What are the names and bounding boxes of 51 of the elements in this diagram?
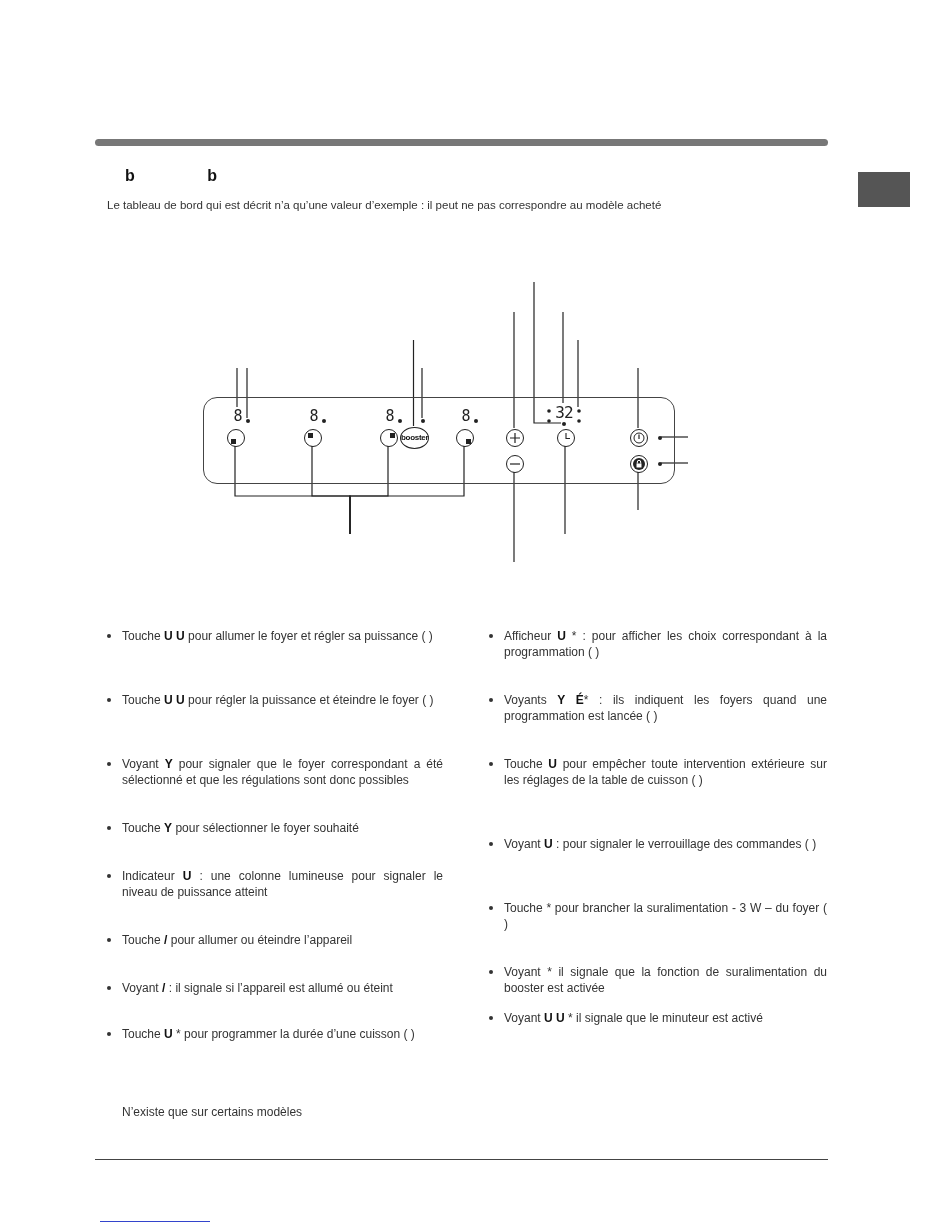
leader-line bbox=[562, 311, 564, 404]
bullet-text: Indicateur U : une colonne lumineuse pour signaler le niveau de puissance atteint bbox=[122, 868, 443, 900]
leader-line bbox=[533, 281, 562, 424]
bullet-text: Touche U* pour programmer la durée d’une cuisson ( ) bbox=[122, 1026, 416, 1042]
timer-display: 32 bbox=[554, 404, 574, 421]
leader-line bbox=[577, 339, 579, 408]
leader-line bbox=[421, 367, 423, 419]
colon-indicator bbox=[577, 408, 581, 424]
indicator-light bbox=[246, 419, 250, 423]
bullet-text: Voyant U U* il signale que le minuteur est activé bbox=[504, 1010, 764, 1026]
indicator-light bbox=[322, 419, 326, 423]
leader-line bbox=[564, 445, 566, 535]
segment-digit: 8 bbox=[233, 408, 243, 424]
leader-line bbox=[660, 436, 689, 438]
leader-line bbox=[246, 367, 248, 419]
bullet-text: Voyants Y É* : ils indiquent les foyers quand une programmation est lancée ( ) bbox=[504, 692, 827, 724]
indicator-light bbox=[658, 436, 662, 440]
segment-digit: 8 bbox=[309, 408, 319, 424]
bullet-text: Touche U U pour allumer le foyer et régler sa puissance ( ) bbox=[122, 628, 434, 644]
leader-line bbox=[513, 471, 515, 563]
bullet-text: Touche Y pour sélectionner le foyer souhaité bbox=[122, 820, 360, 836]
segment-digit: 8 bbox=[385, 408, 395, 424]
leader-line bbox=[637, 367, 639, 429]
leader-line bbox=[660, 462, 689, 464]
indicator-light bbox=[398, 419, 402, 423]
leader-line bbox=[412, 339, 415, 427]
bullet-text: Touche U U pour régler la puissance et éteindre le foyer ( ) bbox=[122, 692, 435, 708]
indicator-light bbox=[474, 419, 478, 423]
colon-indicator bbox=[547, 408, 551, 424]
leader-line bbox=[513, 311, 515, 429]
footnote-text: N’existe que sur certains modèles bbox=[122, 1104, 304, 1120]
bullet-text: Voyant U : pour signaler le verrouillage des commandes ( ) bbox=[504, 836, 818, 852]
bullet-text: Touche / pour allumer ou éteindre l’appareil bbox=[122, 932, 354, 948]
control-panel bbox=[203, 397, 675, 484]
segment-digit: 8 bbox=[461, 408, 471, 424]
bullet-text: Voyant / : il signale si l’appareil est allumé ou éteint bbox=[122, 980, 394, 996]
indicator-light bbox=[658, 462, 662, 466]
bullet-text: Touche U pour empêcher toute intervention extérieure sur les réglages de la table de cuisson ( ) bbox=[504, 756, 827, 788]
bullet-text: Touche * pour brancher la suralimentation - 3 W – du foyer ( ) bbox=[504, 900, 827, 932]
bullet-text: Voyant * il signale que la fonction de suralimentation du booster est activée bbox=[504, 964, 827, 996]
indicator-light bbox=[421, 419, 425, 423]
section-heading: b b bbox=[125, 167, 217, 185]
leader-line bbox=[349, 445, 465, 535]
intro-text: Le tableau de bord qui est décrit n’a qu’une valeur d’exemple : il peut ne pas correspondre au modèle acheté bbox=[107, 198, 663, 213]
bullet-text: Afficheur U* : pour afficher les choix correspondant à la programmation ( ) bbox=[504, 628, 827, 660]
leader-line bbox=[236, 367, 238, 408]
lock-button bbox=[630, 455, 648, 473]
indicator-light bbox=[562, 422, 566, 426]
leader-line bbox=[637, 471, 639, 511]
bullet-text: Voyant Y pour signaler que le foyer correspondant a été sélectionné et que les régulations sont donc possibles bbox=[122, 756, 443, 788]
power-button bbox=[630, 429, 648, 447]
